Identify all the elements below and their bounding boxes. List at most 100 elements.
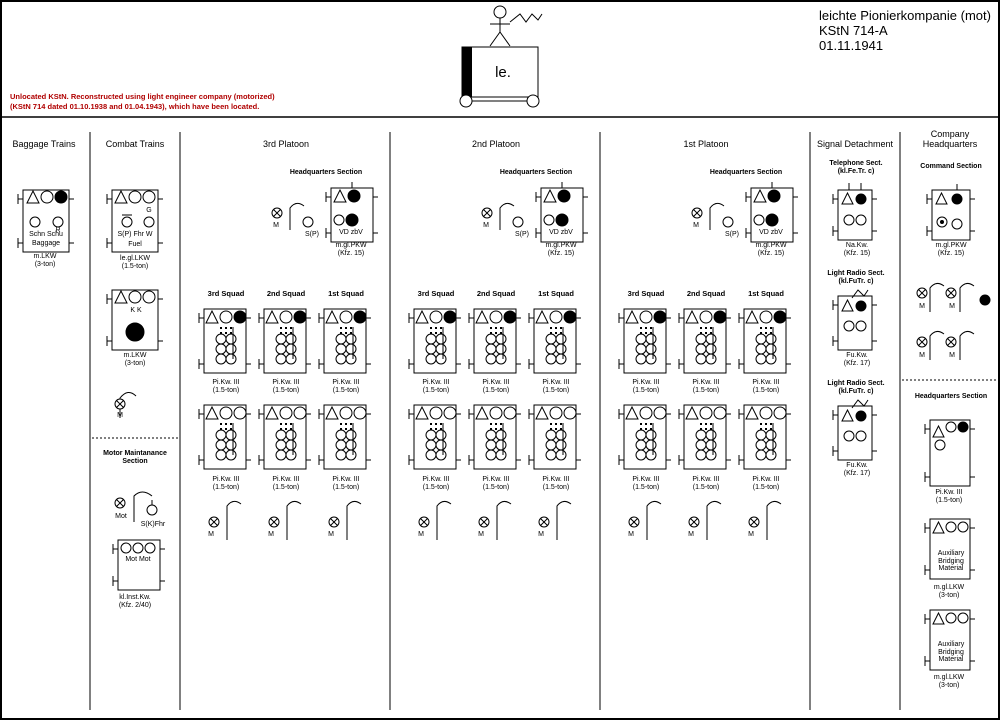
aux-1-line2: Bridging	[938, 557, 964, 565]
p2-sq1-mg-icon-stroke	[540, 518, 548, 526]
p1-sq2-vehicle-2-rank-soldier-icon	[713, 406, 727, 420]
hq-personnel-icon-4	[959, 330, 975, 360]
p2-sq1-vehicle-2-squad-dot	[555, 428, 557, 430]
p3-sq3-vehicle-2-rank-soldier-icon	[219, 406, 233, 420]
hq-pikw-caption-1: Pi.Kw. III	[935, 489, 963, 496]
p3-sq3-vehicle-2-rank-soldier-icon	[233, 406, 247, 420]
p2-hq-section-heading: Headquarters Section	[499, 169, 573, 176]
p3-sq3-vehicle-2-caption: Pi.Kw. III(1.5-ton)	[191, 476, 261, 492]
fuel-caption-2: (1.5-ton)	[121, 263, 149, 270]
p3-sq3-vehicle-1-caption-1: Pi.Kw. III	[212, 379, 240, 386]
p3-sq2-vehicle-1-seat-icon	[275, 333, 287, 345]
unit-symbol-wheel-right	[526, 94, 540, 108]
p2-sq2-mg-icon-stroke	[480, 518, 488, 526]
p3-sq2-vehicle-2-squad-dot	[290, 428, 292, 430]
p1-hq-mg-icon-stroke	[693, 209, 701, 217]
p1-sq1-vehicle-2-squad-dot	[765, 423, 767, 425]
aux-2-soldier-icon	[945, 612, 957, 624]
p3-sq2-vehicle-1-caption-1: Pi.Kw. III	[272, 379, 300, 386]
p1-sq2-vehicle-1-caption-2: (1.5-ton)	[692, 387, 720, 394]
p1-sq2-vehicle-1-squad-dot	[705, 332, 707, 334]
hq-pikw-body	[929, 419, 971, 487]
motor-section-line2: Section	[122, 458, 148, 465]
p3-sq1-vehicle-1-squad-dot	[345, 327, 347, 329]
inst-truck-body	[117, 539, 161, 591]
hq-mg-icon-1-stroke	[918, 289, 926, 297]
p3-sq1-vehicle-1-seat-icon	[335, 353, 347, 365]
p1-sq3-vehicle-2-squad-dot	[650, 423, 652, 425]
k-truck-crew-dot-icon	[125, 322, 145, 342]
p2-sq1-vehicle-1-squad-dot	[550, 332, 552, 334]
p3-hq-sp-icon	[302, 216, 314, 228]
motor-personnel-icon	[133, 491, 153, 522]
p2-sq1-vehicle-2-caption: Pi.Kw. III(1.5-ton)	[521, 476, 591, 492]
p1-sq2-vehicle-1-squad-dot	[710, 327, 712, 329]
p1-sq1-vehicle-2-seat-icon	[755, 449, 767, 461]
fuel-seat-icon	[143, 216, 155, 228]
p2-hq-caption-1: m.gl.PKW	[545, 242, 577, 249]
p3-sq1-vehicle-1-rank-soldier-icon	[339, 310, 353, 324]
p3-sq2-vehicle-1-seat-icon	[285, 343, 297, 355]
p1-sq3-vehicle-1-caption-2: (1.5-ton)	[632, 387, 660, 394]
p2-sq3-vehicle-2-seat-icon	[425, 429, 437, 441]
p1-sq3-vehicle-1-caption: Pi.Kw. III(1.5-ton)	[611, 379, 681, 395]
p3-sq1-vehicle-2-caption-2: (1.5-ton)	[332, 484, 360, 491]
p2-sq1-vehicle-2-squad-dot	[560, 428, 562, 430]
p1-hq-caption-1: m.gl.PKW	[755, 242, 787, 249]
aux-1-soldier-icon	[945, 521, 957, 533]
p3-sq3-vehicle-1-squad-dot	[225, 327, 227, 329]
p1-sq3-vehicle-2-squad-dot	[645, 423, 647, 425]
p3-sq2-vehicle-2-squad-dot	[280, 428, 282, 430]
p1-sq2-vehicle-1-caption-1: Pi.Kw. III	[692, 379, 720, 386]
p3-sq2-vehicle-2-seat-icon	[275, 429, 287, 441]
p2-sq1-vehicle-1-squad-dot	[555, 327, 557, 329]
hq-personnel-icon-1	[929, 282, 945, 312]
p1-sq2-vehicle-2-squad-dot	[705, 428, 707, 430]
p2-sq3-vehicle-1-squad-dot	[435, 327, 437, 329]
light-radio-1-line1: Light Radio Sect.	[827, 270, 885, 277]
p2-sq1-vehicle-2-squad-dot	[550, 428, 552, 430]
p3-sq1-vehicle-1-seat-icon	[335, 333, 347, 345]
p3-sq3-vehicle-1-seat-icon	[225, 343, 237, 355]
p1-hq-pkw-rank-nco-icon	[767, 189, 781, 203]
motor-section-line1: Motor Maintanance	[103, 450, 167, 457]
p2-sq3-vehicle-1-caption-2: (1.5-ton)	[422, 387, 450, 394]
p3-sq1-vehicle-2-seat-icon	[335, 429, 347, 441]
p2-hq-crew-icon	[543, 214, 555, 226]
p3-sq1-vehicle-2-caption-1: Pi.Kw. III	[332, 476, 360, 483]
p1-hq-sp: S(P)	[725, 231, 739, 238]
radio-1-crew-icon	[855, 320, 867, 332]
p3-sq1-vehicle-1-squad-dot	[350, 327, 352, 329]
p1-sq3-vehicle-1-seat-icon	[635, 343, 647, 355]
p1-sq1-vehicle-2-rank-triangle-icon	[745, 405, 759, 420]
p3-sq2-vehicle-1-seat-icon	[285, 333, 297, 345]
light-radio-2-heading: Light Radio Sect. (kl.FuTr. c)	[812, 380, 900, 396]
aux-2-soldier-icon	[957, 612, 969, 624]
p1-sq1-vehicle-2-rank-soldier-icon	[773, 406, 787, 420]
p3-hq-vdzbv: VD zbV	[339, 229, 363, 236]
p2-sq2-vehicle-2-seat-icon	[495, 439, 507, 451]
p1-sq2-vehicle-1-squad-dot	[705, 327, 707, 329]
p2-sq2-vehicle-2-squad-dot	[495, 428, 497, 430]
p2-sq2-vehicle-1-squad-dot	[500, 327, 502, 329]
p3-hq-crew-icon	[333, 214, 345, 226]
p1-sq2-vehicle-2-seat-icon	[695, 439, 707, 451]
aux-2-caption-2: (3-ton)	[938, 682, 960, 689]
p3-sq3-vehicle-2-squad-dot	[225, 423, 227, 425]
p1-sq1-vehicle-1-caption-2: (1.5-ton)	[752, 387, 780, 394]
radio-1-antenna-icon	[851, 289, 869, 299]
p1-sq2-vehicle-1-seat-icon	[695, 343, 707, 355]
p1-sq2-m-label: M	[688, 531, 694, 538]
command-crew-icon	[951, 218, 963, 230]
p1-sq1-vehicle-1-body	[743, 308, 787, 374]
p2-sq1-vehicle-1-seat-icon	[555, 343, 567, 355]
p3-sq2-vehicle-1-squad-dot	[290, 327, 292, 329]
p1-sq1-vehicle-1-squad-dot	[770, 327, 772, 329]
p3-sq3-m-label: M	[208, 531, 214, 538]
p2-sq2-vehicle-1-body	[473, 308, 517, 374]
radio-1-rank-triangle-icon	[841, 298, 854, 312]
p2-sq3-vehicle-2-squad-dot	[440, 423, 442, 425]
p3-sq2-vehicle-2-seat-icon	[285, 439, 297, 451]
k-truck-body	[111, 289, 159, 351]
motor-sk-icon	[146, 504, 158, 516]
